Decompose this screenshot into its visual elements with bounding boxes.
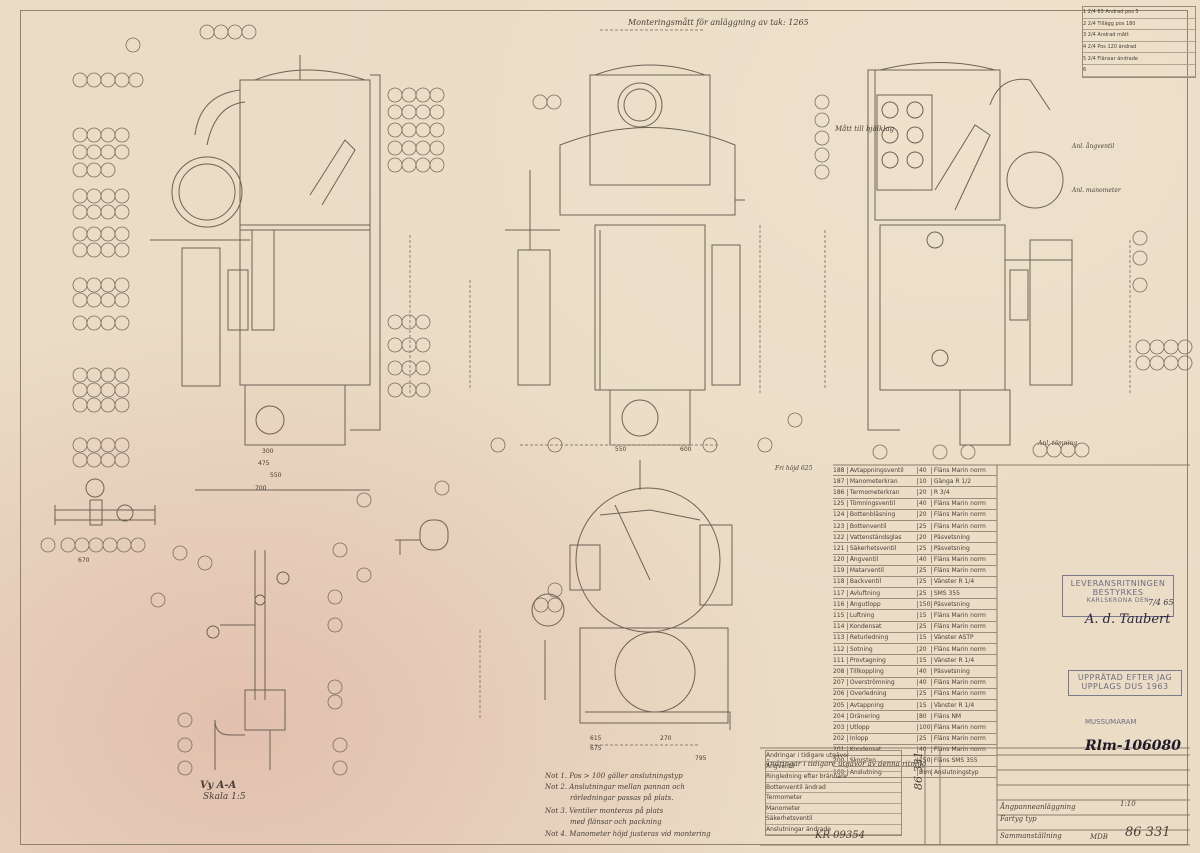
scale-label: 1:10 bbox=[1120, 800, 1136, 808]
changes-table: Ändringar i tidigare utgåvor Ångventil R… bbox=[765, 750, 902, 836]
dim-5: 550 bbox=[615, 446, 627, 453]
drawing-code: MDB bbox=[1090, 833, 1108, 841]
dim-9: 270 bbox=[660, 735, 672, 742]
revision-row: 5 2/4 Flänsar ändrade bbox=[1083, 53, 1195, 65]
revision-row: 1 2/4 65 Ändrad pos 5 bbox=[1083, 7, 1195, 19]
sheet-border bbox=[20, 10, 1188, 845]
revision-row: 4 2/4 Pos 120 ändrad bbox=[1083, 42, 1195, 54]
document-number-stamp: Rlm-106080 bbox=[1085, 738, 1182, 754]
delivery-stamp: LEVERANSRITNINGEN BESTYRKES KARLSKRONA D… bbox=[1062, 575, 1174, 617]
note-3: Not 3. Ventiler monteras på plats bbox=[545, 807, 664, 815]
callout-right-mid: Anl. manometer bbox=[1072, 187, 1121, 194]
revision-row: 2 2/4 Tillägg pos 180 bbox=[1083, 19, 1195, 31]
changes-row: Bottenventil ändrad bbox=[766, 783, 901, 793]
detail-left-piping bbox=[54, 478, 156, 526]
side-number: 86 331 bbox=[912, 751, 925, 791]
note-2: Not 2. Anslutningar mellan pannan och bbox=[545, 783, 685, 791]
changes-row: Termometer bbox=[766, 793, 901, 804]
view-side-left bbox=[150, 55, 381, 491]
view-plan-bottom bbox=[531, 460, 733, 730]
changes-row: Ändringar i tidigare utgåvor bbox=[766, 751, 901, 762]
section-scale: Skala 1:5 bbox=[203, 792, 246, 802]
detail-a-a bbox=[206, 550, 290, 770]
dim-8: 675 bbox=[590, 745, 602, 752]
dim-2: 475 bbox=[258, 460, 270, 467]
callout-right-bottom: Anl. tömning bbox=[1038, 440, 1078, 447]
revision-table: 1 2/4 65 Ändrad pos 5 2 2/4 Tillägg pos … bbox=[1082, 6, 1196, 78]
callout-bottom-mid: Fri höjd 625 bbox=[775, 465, 813, 472]
dim-6: 600 bbox=[680, 446, 692, 453]
company-name: MUSSUMARAM bbox=[1085, 718, 1137, 726]
note-3b: med flänsar och packning bbox=[570, 818, 662, 826]
signature: A. d. Taubert bbox=[1085, 612, 1171, 627]
drawing-subtitle: Fartyg typ bbox=[1000, 815, 1037, 823]
detail-valve-77 bbox=[395, 519, 449, 555]
dim-3: 550 bbox=[270, 472, 282, 479]
dim-11: 670 bbox=[78, 557, 90, 564]
revision-row: 6 bbox=[1083, 65, 1195, 77]
reference-number: KR 09354 bbox=[815, 830, 865, 841]
section-label: Vy A-A bbox=[200, 780, 237, 791]
dim-4: 700 bbox=[255, 485, 267, 492]
dim-10: 795 bbox=[695, 755, 707, 762]
changes-row: Säkerhetsventil bbox=[766, 814, 901, 825]
copy-stamp: UPPRÄTAD EFTER JAG UPPLAGS DUS 1963 bbox=[1068, 670, 1182, 696]
revision-row: 3 2/4 Ändrad mått bbox=[1083, 30, 1195, 42]
title-block-lines bbox=[760, 464, 1190, 846]
changes-row: Anslutningar ändrade bbox=[766, 825, 901, 835]
changes-row: Manometer bbox=[766, 804, 901, 814]
note-1: Not 1. Pos > 100 gäller anslutningstyp bbox=[545, 772, 683, 780]
note-2b: rörledningar passas på plats. bbox=[570, 794, 674, 802]
dim-7: 615 bbox=[590, 735, 602, 742]
drawing-title: Ångpanneanläggning bbox=[1000, 803, 1076, 811]
note-header: Ändringar i tidigare utgåvor av denna ri… bbox=[765, 760, 927, 768]
changes-row: Ringledning efter brännare bbox=[766, 772, 901, 783]
drawing-number: 86 331 bbox=[1125, 825, 1171, 840]
dimension-lines bbox=[409, 29, 1131, 746]
drawing-assembly: Sammanställning bbox=[1000, 832, 1062, 840]
dim-1: 300 bbox=[262, 448, 274, 455]
view-side-right bbox=[867, 62, 1073, 446]
changes-row: Ångventil bbox=[766, 762, 901, 772]
top-note: Monteringsmått för anläggning av tak: 12… bbox=[628, 18, 809, 27]
part-balloons bbox=[40, 24, 1193, 776]
view-front-middle bbox=[505, 64, 745, 446]
stamp-date: 7/4 65 bbox=[1148, 598, 1174, 607]
callout-left: Mått till bjälklag bbox=[835, 125, 895, 133]
callout-right-top: Anl. ångventil bbox=[1072, 143, 1115, 150]
note-4: Not 4. Manometer höjd justeras vid monte… bbox=[545, 830, 711, 838]
